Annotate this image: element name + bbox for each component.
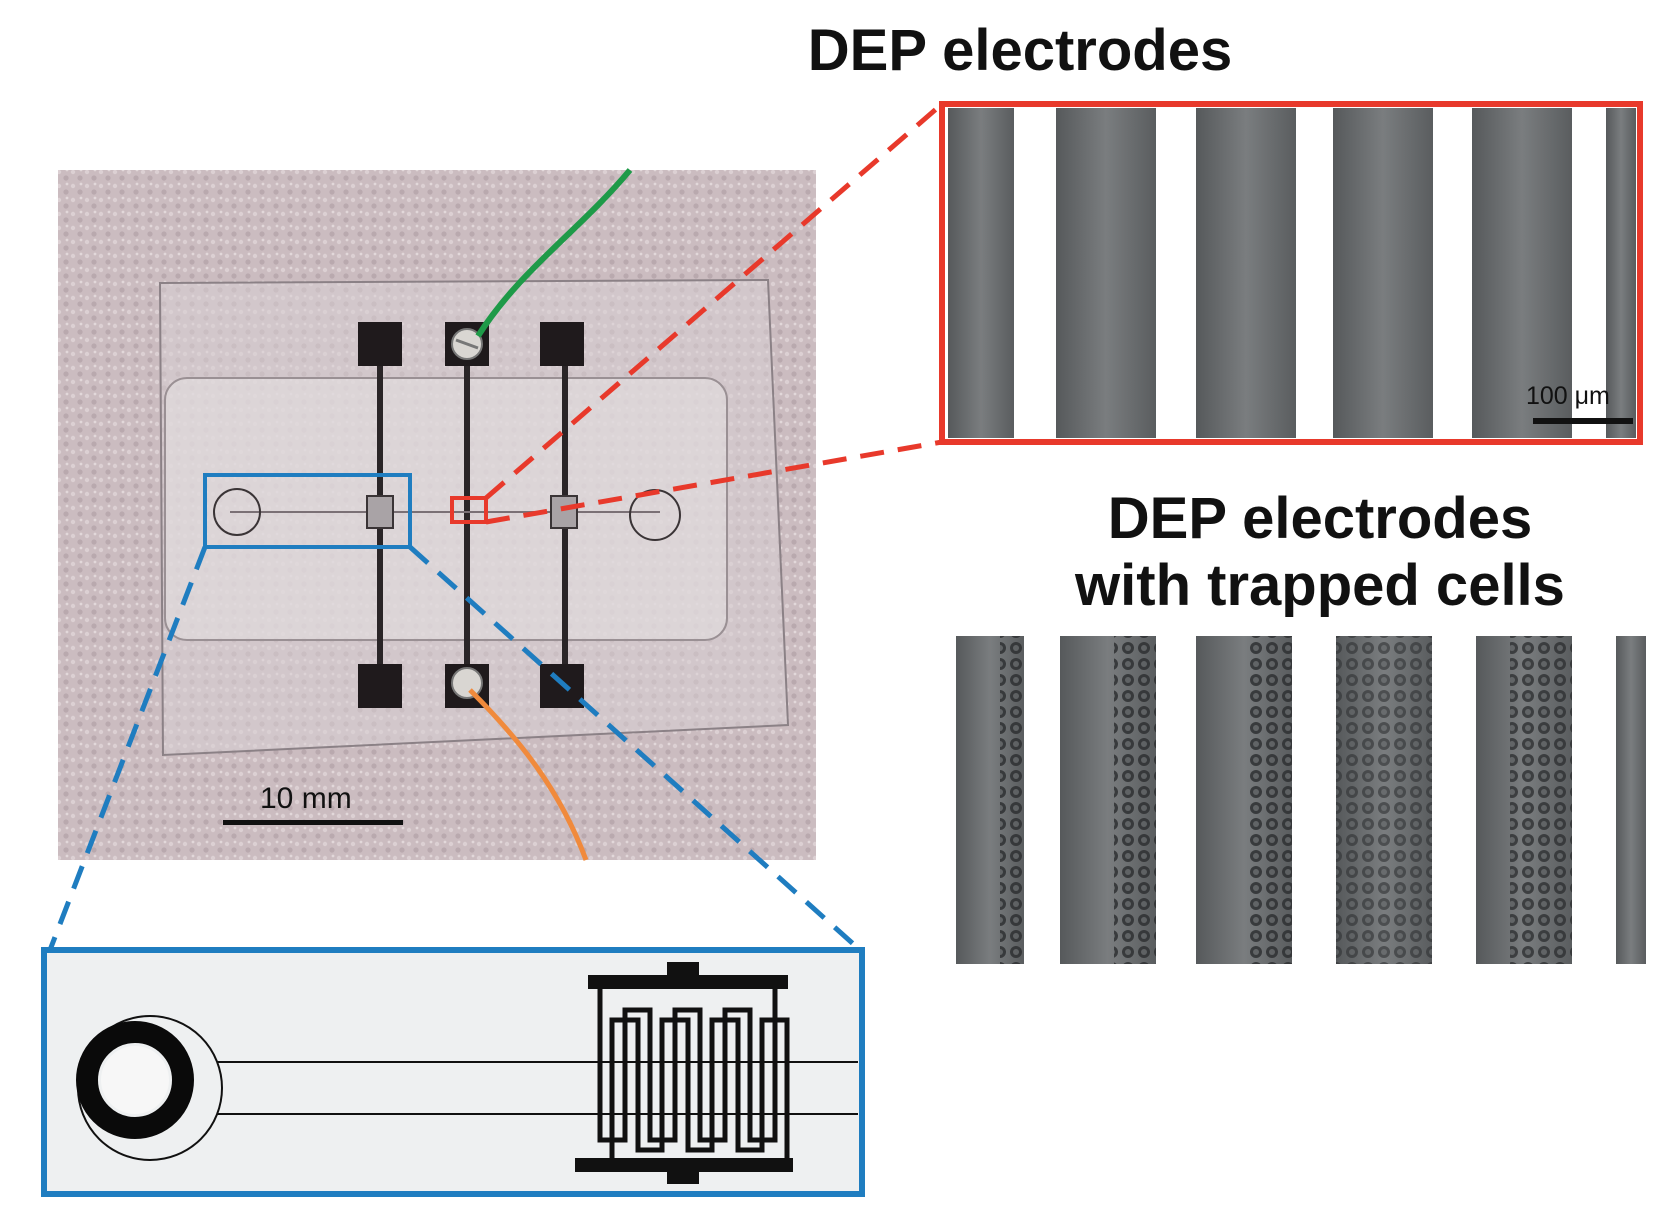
scale-label-micro: 100 μm xyxy=(1526,382,1610,410)
micrograph-dep-electrodes xyxy=(939,101,1643,445)
title-line-1: DEP electrodes xyxy=(1107,486,1533,551)
red-callout xyxy=(450,102,944,525)
blue-callout xyxy=(47,473,862,952)
micrograph-channel xyxy=(41,947,865,1197)
title-line-2: with trapped cells xyxy=(1075,552,1565,618)
scale-label-photo: 10 mm xyxy=(260,782,352,815)
title-dep-trapped-cells: DEP electrodes with trapped cells xyxy=(1000,486,1640,619)
device-photo xyxy=(58,168,816,861)
title-dep-electrodes: DEP electrodes xyxy=(807,18,1233,83)
micrograph-trapped-cells xyxy=(956,636,1646,964)
